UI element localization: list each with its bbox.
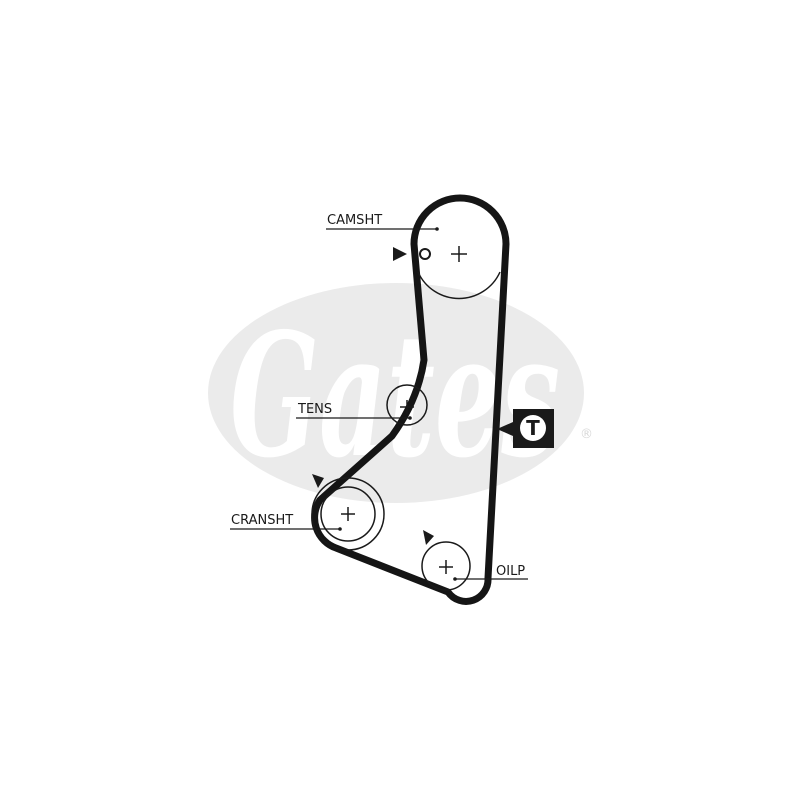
label-tensioner: TENS: [297, 402, 332, 417]
tensioner-pulley: [386, 384, 428, 426]
gates-watermark: Gates ®: [208, 283, 593, 503]
crankshaft-pulley: [311, 474, 385, 551]
tensioner-callout-dot: [408, 416, 412, 420]
camshaft-callout-dot: [435, 227, 439, 231]
watermark-brand: Gates: [230, 296, 560, 496]
tensioner-pulley-circle: [386, 384, 428, 426]
tensioner-badge-circle: [520, 415, 546, 441]
camshaft-pulley: [393, 246, 501, 300]
oil-pump-callout-dot: [453, 577, 457, 581]
label-oil-pump: OILP: [496, 564, 525, 579]
camshaft-timing-arrow-icon: [393, 247, 407, 261]
watermark-registered-mark: ®: [580, 427, 593, 442]
crankshaft-inner-circle: [320, 486, 376, 542]
oil-pump-pulley-circle: [421, 541, 471, 591]
label-crankshaft: CRANSHT: [231, 513, 293, 528]
tensioner-badge-icon: T: [497, 409, 554, 448]
oil-pump-pulley: [421, 530, 471, 591]
tensioner-badge-letter: T: [526, 416, 540, 440]
watermark-ellipse: [208, 283, 584, 503]
camshaft-timing-dot: [419, 248, 431, 260]
crankshaft-timing-arrow-icon: [312, 474, 324, 488]
label-camshaft: CAMSHT: [327, 213, 382, 228]
crankshaft-outer-circle: [311, 477, 385, 551]
oil-pump-timing-arrow-icon: [423, 530, 434, 545]
timing-belt: [311, 194, 510, 605]
crankshaft-callout-dot: [338, 527, 342, 531]
camshaft-pulley-arc: [417, 271, 501, 300]
callout-lines: [230, 227, 528, 581]
